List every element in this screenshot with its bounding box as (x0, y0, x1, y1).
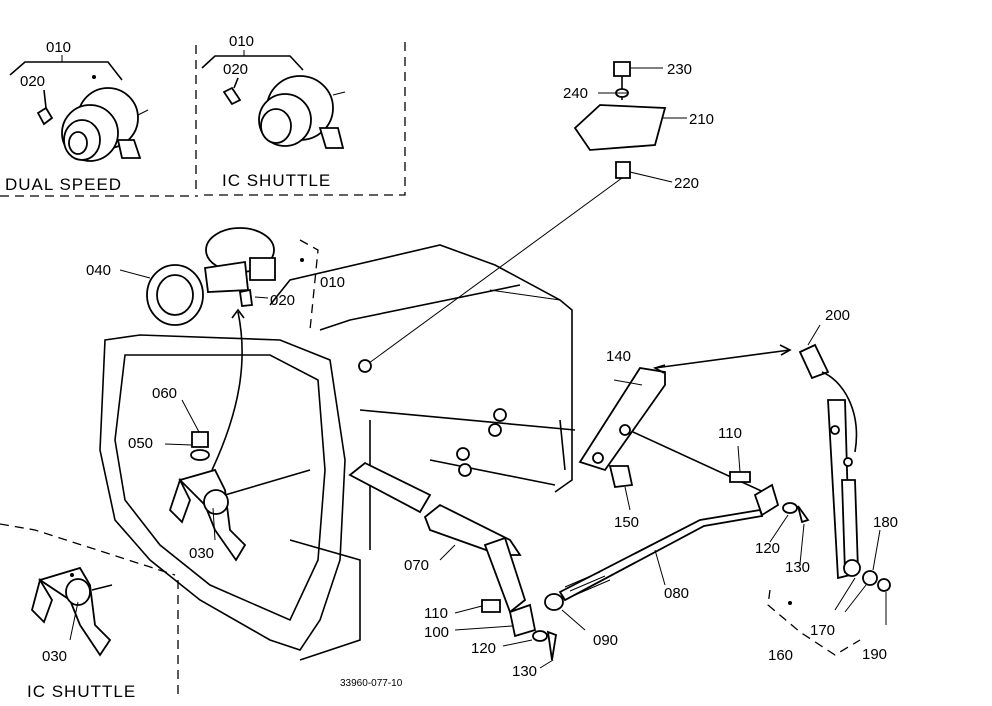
grease-nipple-ic-shuttle (222, 77, 242, 106)
label-140: 140 (606, 348, 631, 365)
label-080: 080 (664, 585, 689, 602)
label-050: 050 (128, 435, 153, 452)
label-120-lower: 120 (471, 640, 496, 657)
ic-shuttle-top-inset (195, 42, 406, 196)
lever-bracket (578, 367, 771, 511)
label-010-main: 010 (320, 274, 345, 291)
release-fork (164, 399, 311, 562)
release-bearing-ic-shuttle (258, 75, 345, 149)
label-150: 150 (614, 514, 639, 531)
label-180: 180 (873, 514, 898, 531)
label-190: 190 (862, 646, 887, 663)
label-240: 240 (563, 85, 588, 102)
label-110-upper: 110 (718, 425, 742, 442)
label-100: 100 (424, 624, 449, 641)
label-210: 210 (689, 111, 714, 128)
label-220: 220 (674, 175, 699, 192)
release-hub-assembly (119, 227, 319, 471)
label-230: 230 (667, 61, 692, 78)
release-shaft (348, 461, 527, 614)
drawing-number: 33960-077-10 (340, 678, 403, 689)
label-070: 070 (404, 557, 429, 574)
label-020-dual: 020 (20, 73, 45, 90)
release-bearing-dual-speed (61, 75, 142, 162)
label-030-ic-shuttle: 030 (42, 648, 67, 665)
grease-nipple-dual-speed (36, 89, 54, 126)
ic-shuttle-bottom-inset (0, 523, 179, 700)
label-030-main: 030 (189, 545, 214, 562)
label-130-upper: 130 (785, 559, 810, 576)
label-010-ic: 010 (229, 33, 254, 50)
lower-lever-assembly (454, 599, 558, 669)
label-010-dual: 010 (46, 39, 71, 56)
caption-ic-shuttle-bottom: IC SHUTTLE (27, 682, 136, 701)
transmission-housing (99, 244, 576, 661)
label-040: 040 (86, 262, 111, 279)
caption-ic-shuttle-top: IC SHUTTLE (222, 171, 331, 190)
label-090: 090 (593, 632, 618, 649)
label-120-upper: 120 (755, 540, 780, 557)
label-060: 060 (152, 385, 177, 402)
dual-speed-inset (0, 55, 198, 197)
release-fork-ic-shuttle (30, 566, 113, 657)
caption-dual-speed: DUAL SPEED (5, 175, 122, 194)
label-020-ic: 020 (223, 61, 248, 78)
label-130-lower: 130 (512, 663, 537, 680)
label-170: 170 (810, 622, 835, 639)
upper-lever-assembly (729, 445, 810, 565)
clutch-pedal (652, 324, 891, 656)
label-160: 160 (768, 647, 793, 664)
adjust-rod (544, 508, 764, 631)
label-200: 200 (825, 307, 850, 324)
label-110-lower: 110 (424, 605, 448, 622)
bracket-assembly (364, 61, 687, 367)
label-020-main: 020 (270, 292, 295, 309)
